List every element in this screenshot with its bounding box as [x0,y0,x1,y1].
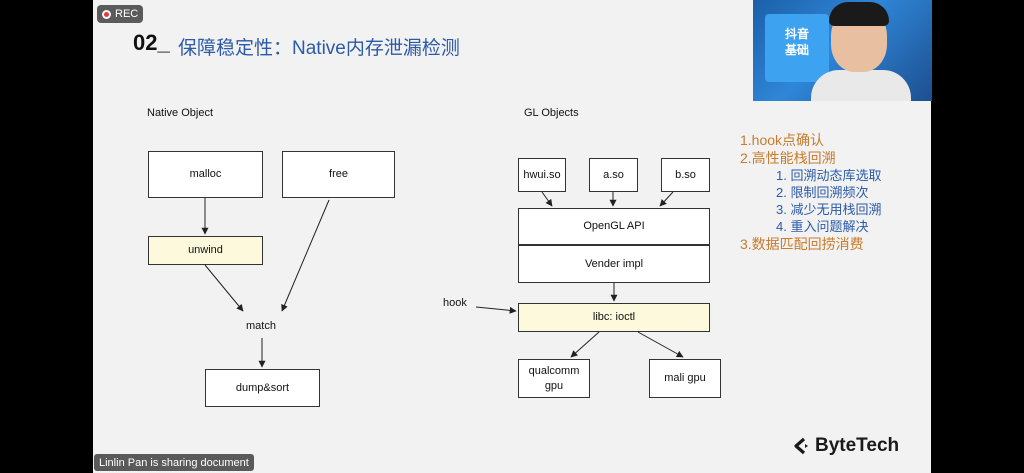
presenter-hair [829,2,889,26]
note-subitem-1: 1. 回溯动态库选取 [776,168,882,183]
bytetech-logo: ByteTech [793,435,899,457]
match-label: match [246,320,276,332]
bytetech-logo-text: ByteTech [815,435,900,456]
free-box: free [282,151,395,198]
b-so-box: b.so [661,158,710,192]
gl-objects-heading: GL Objects [524,107,579,119]
note-item-1: 1.hook点确认 [740,132,825,148]
note-item-3: 3.数据匹配回捞消费 [740,236,864,252]
notes-list: 1.hook点确认 2.高性能栈回溯 1. 回溯动态库选取 2. 限制回溯频次 … [740,131,881,253]
recording-indicator[interactable]: REC [97,5,143,23]
webcam-banner-line2: 基础 [784,43,809,57]
qualcomm-gpu-box: qualcomm gpu [518,359,590,398]
opengl-api-box: OpenGL API [518,208,710,245]
qualcomm-gpu-line2: gpu [544,379,564,392]
sharing-status-badge: Linlin Pan is sharing document [94,454,254,471]
arrow-libc-mali [637,331,684,358]
webcam-banner-line1: 抖音 [784,27,809,41]
arrow-unwind-match [204,264,244,312]
libc-ioctl-box: libc: ioctl [518,303,710,332]
native-object-heading: Native Object [147,107,214,119]
arrow-bso-opengl [659,191,674,207]
webcam-video-tile[interactable]: 抖音 基础 [753,0,932,101]
note-subitem-3: 3. 减少无用栈回溯 [776,202,882,217]
arrow-free-match [281,199,330,312]
recording-label: REC [115,8,139,20]
note-subitem-2: 2. 限制回溯频次 [776,185,869,200]
malloc-box: malloc [148,151,263,198]
bytetech-logo-icon [794,437,808,455]
qualcomm-gpu-line1: qualcomm [528,364,580,377]
mali-gpu-box: mali gpu [649,359,721,398]
presenter-body [811,70,911,101]
record-dot-icon [102,9,111,19]
note-subitem-4: 4. 重入问题解决 [776,219,869,234]
dump-sort-box: dump&sort [205,369,320,407]
note-item-2: 2.高性能栈回溯 [740,150,836,166]
slide-title-number: 02_ [133,30,170,55]
arrow-hwui-opengl [541,191,553,207]
hwui-so-box: hwui.so [518,158,566,192]
vender-impl-box: Vender impl [518,245,710,283]
slide-title: 保障稳定性：Native内存泄漏检测 [178,38,460,59]
hook-label: hook [443,297,467,309]
arrow-hook-libc [475,306,517,314]
unwind-box: unwind [148,236,263,265]
a-so-box: a.so [589,158,638,192]
webcam-background-banner: 抖音 基础 [765,14,829,82]
arrow-libc-qualcomm [570,331,600,358]
